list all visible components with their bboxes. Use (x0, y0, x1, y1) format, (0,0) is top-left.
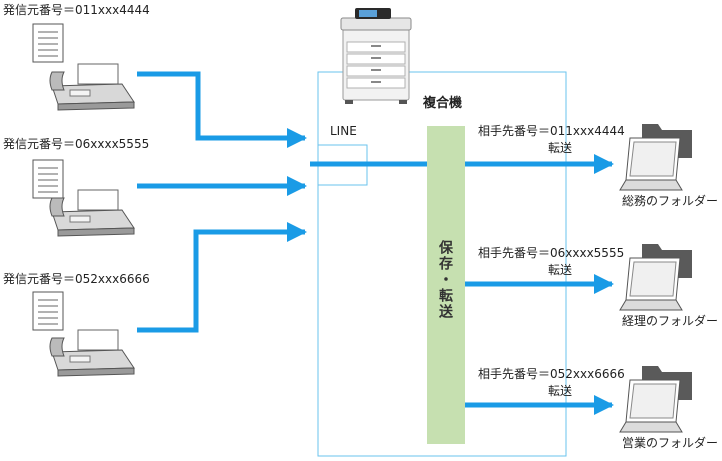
incoming-arrow-3 (137, 222, 307, 333)
forward-label-3: 転送 (548, 384, 573, 398)
mfp-title: 複合機 (423, 96, 463, 111)
dest-label-3: 相手先番号＝052xxx6666 (478, 367, 625, 381)
forward-label-1: 転送 (548, 141, 573, 155)
fax-machine-icon-1 (32, 23, 135, 111)
folder-label-2: 経理のフォルダー (622, 314, 719, 328)
sender-label-2: 発信元番号＝06xxxx5555 (3, 137, 150, 151)
sender-label-1: 発信元番号＝011xxx4444 (3, 3, 150, 17)
sender-label-3: 発信元番号＝052xxx6666 (3, 272, 150, 286)
laptop-folder-icon-2 (619, 244, 692, 311)
fax-machine-icon-2 (32, 159, 135, 237)
store-forward-label: 保存・転送 (437, 240, 453, 320)
dest-label-2: 相手先番号＝06xxxx5555 (478, 246, 625, 260)
incoming-arrow-1 (137, 71, 307, 148)
line-label: LINE (330, 124, 357, 138)
mfp-printer-icon (340, 8, 412, 104)
forward-label-2: 転送 (548, 263, 573, 277)
laptop-folder-icon-1 (619, 124, 692, 191)
folder-label-3: 営業のフォルダー (622, 436, 719, 450)
store-forward-bar (427, 126, 465, 444)
fax-machine-icon-3 (32, 291, 135, 377)
laptop-folder-icon-3 (619, 366, 692, 433)
folder-label-1: 総務のフォルダー (622, 194, 719, 208)
dest-label-1: 相手先番号＝011xxx4444 (478, 124, 625, 138)
